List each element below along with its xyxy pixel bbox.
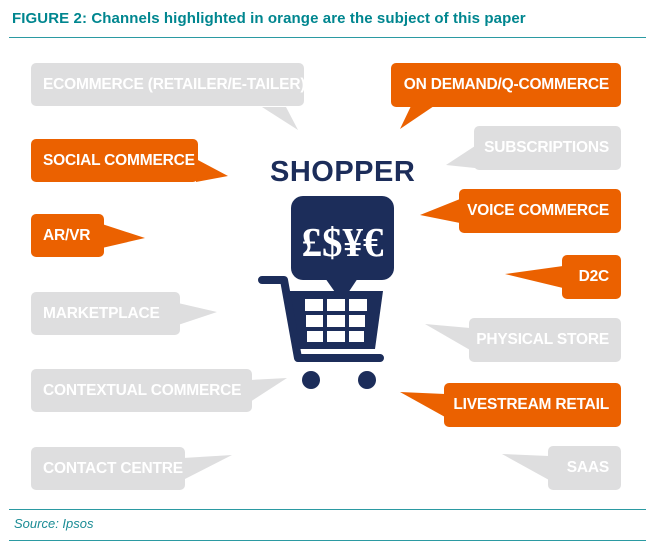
channel-voice-commerce: VOICE COMMERCE	[459, 189, 621, 233]
tail-saas	[502, 454, 549, 480]
tail-ecommerce	[262, 107, 298, 130]
source-divider-bottom	[9, 540, 646, 541]
channel-contextual-commerce: CONTEXTUAL COMMERCE	[31, 369, 252, 412]
cart-wheel-right	[358, 371, 376, 389]
channel-physical-store: PHYSICAL STORE	[469, 318, 621, 362]
channel-social-commerce: SOCIAL COMMERCE	[31, 139, 198, 182]
tail-social-commerce	[196, 159, 228, 182]
tail-contextual-commerce	[250, 378, 287, 402]
tail-subscriptions	[446, 146, 475, 168]
channel-ar-vr: AR/VR	[31, 214, 104, 257]
source-note: Source: Ipsos	[14, 516, 94, 531]
channel-marketplace: MARKETPLACE	[31, 292, 180, 335]
channel-on-demand-q-commerce: ON DEMAND/Q-COMMERCE	[391, 63, 621, 107]
cart-grid	[305, 299, 367, 342]
cart-wheel-left	[302, 371, 320, 389]
cart-handle	[258, 276, 384, 362]
tail-d2c	[505, 266, 563, 288]
currency-bubble	[291, 196, 394, 280]
channel-ecommerce: ECOMMERCE (RETAILER/E-TAILER)	[31, 63, 305, 106]
channel-d2c: D2C	[562, 255, 621, 299]
channel-contact-centre: CONTACT CENTRE	[31, 447, 185, 490]
shopper-label: SHOPPER	[270, 156, 416, 188]
figure-title: FIGURE 2: Channels highlighted in orange…	[12, 10, 526, 27]
channel-livestream-retail: LIVESTREAM RETAIL	[444, 383, 621, 427]
tail-ar-vr	[102, 224, 145, 248]
tail-livestream-retail	[400, 392, 445, 417]
tail-contact-centre	[183, 455, 232, 480]
tail-on-demand	[400, 106, 434, 129]
title-divider	[9, 37, 646, 38]
tail-voice-commerce	[420, 199, 460, 223]
currency-symbols: £$¥€	[301, 219, 384, 265]
channel-saas: SAAS	[548, 446, 621, 490]
source-divider-top	[9, 509, 646, 510]
tail-marketplace	[178, 303, 217, 325]
tail-physical-store	[425, 324, 470, 350]
currency-bubble-tail	[325, 278, 358, 302]
channel-subscriptions: SUBSCRIPTIONS	[474, 126, 621, 170]
